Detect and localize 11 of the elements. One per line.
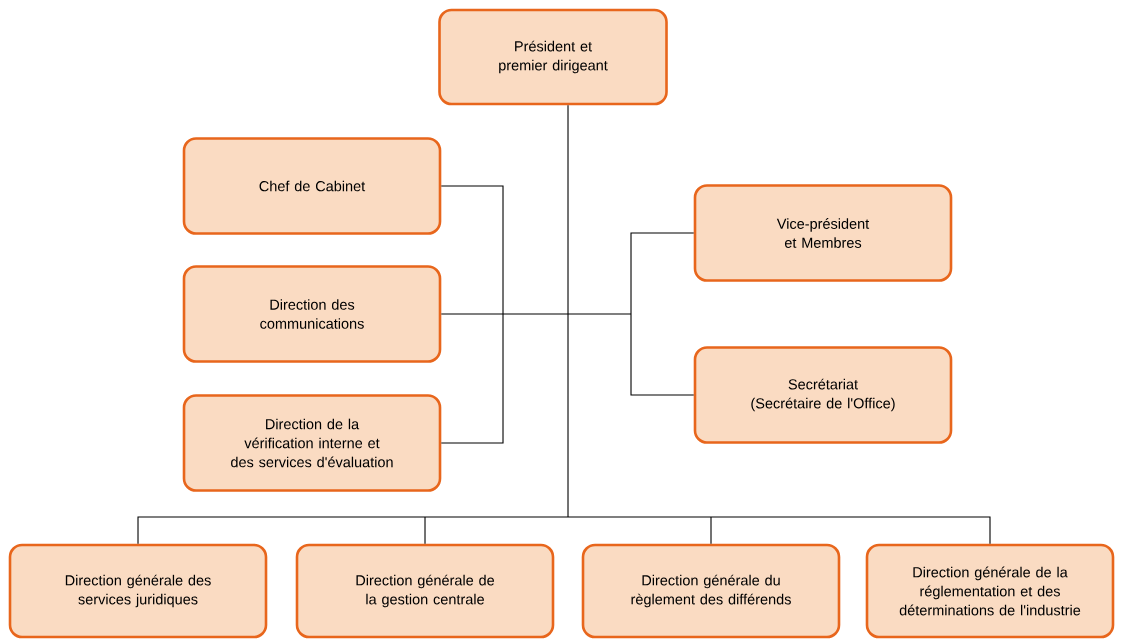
org-box: Direction générale de la gestion centrale xyxy=(295,543,555,639)
org-box: Direction des communications xyxy=(182,265,442,363)
org-box: Direction générale de la réglementation et des déterminations de l'industrie xyxy=(865,543,1115,639)
org-box: Direction générale des services juridiques xyxy=(8,543,268,639)
org-box: Vice-président et Membres xyxy=(693,184,953,282)
connector-line xyxy=(137,104,991,545)
org-box: Direction générale du règlement des différends xyxy=(581,543,841,639)
org-box: Direction de la vérification interne et des services d'évaluation xyxy=(182,394,442,492)
org-box: Chef de Cabinet xyxy=(182,137,442,235)
org-box: Secrétariat (Secrétaire de l'Office) xyxy=(693,346,953,444)
org-box: Président et premier dirigeant xyxy=(438,8,668,106)
